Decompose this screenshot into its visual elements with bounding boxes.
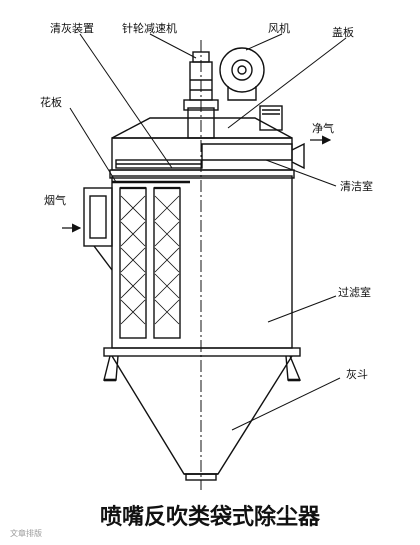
label-flower-plate: 花板 [40, 95, 62, 109]
fan-hub [231, 59, 253, 81]
label-clean-gas: 净气 [312, 121, 334, 135]
cover-plate [111, 117, 293, 139]
support-leg-left [103, 355, 119, 381]
watermark: 文章排版 [10, 528, 42, 538]
label-cleaning-device: 清灰装置 [50, 21, 94, 35]
outlet-flange [291, 142, 305, 170]
label-fan: 风机 [268, 21, 290, 35]
filter-bag-hatching [120, 195, 180, 325]
filter-bag-right [153, 187, 181, 339]
fan-outlet-duct [227, 86, 257, 101]
diagram-title: 喷嘴反吹类袋式除尘器 [100, 504, 321, 530]
support-leg-right [285, 355, 302, 381]
label-ash-hopper: 灰斗 [346, 367, 368, 381]
filter-bag-left [119, 187, 147, 339]
bottom-flange [103, 347, 301, 357]
label-needle-reducer: 针轮减速机 [122, 21, 177, 35]
flue-gas-inlet [83, 187, 113, 247]
fan-outlet-pipe [259, 105, 283, 131]
clean-gas-outlet [201, 143, 293, 161]
fan-housing [219, 47, 265, 93]
label-filter-chamber: 过滤室 [338, 285, 371, 299]
label-clean-chamber: 清洁室 [340, 179, 373, 193]
ash-hopper-cone [111, 355, 293, 475]
upper-band [109, 169, 295, 179]
label-cover-plate: 盖板 [332, 25, 354, 39]
label-flue-gas: 烟气 [44, 193, 66, 207]
